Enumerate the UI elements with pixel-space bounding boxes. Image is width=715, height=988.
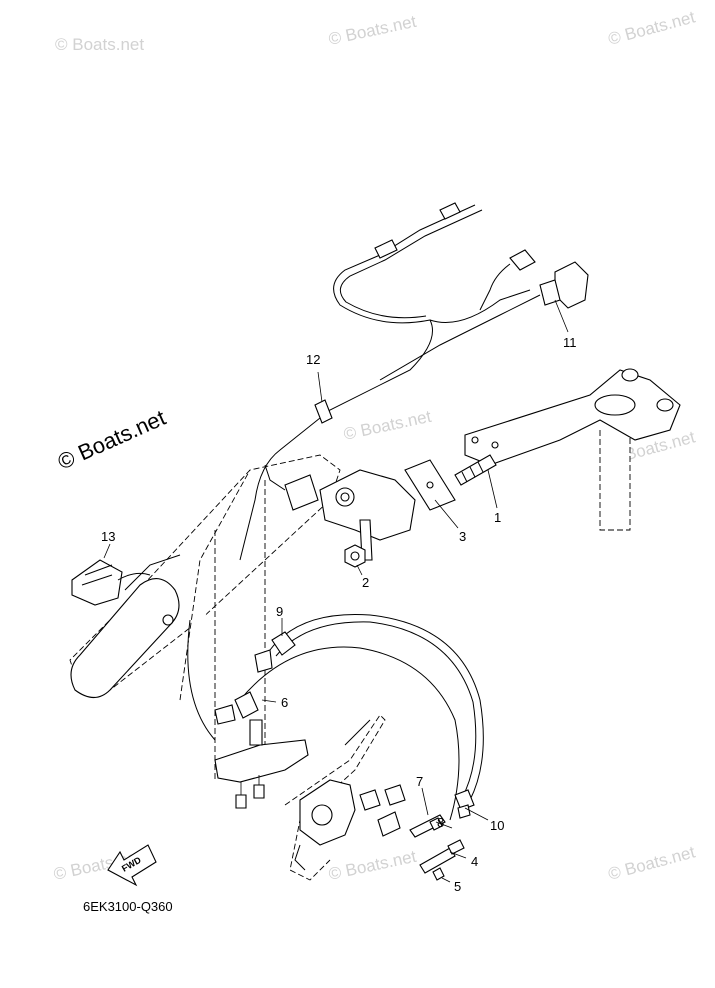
watermark: © Boats.net — [606, 842, 697, 883]
part-7-8-cable-end — [409, 814, 446, 838]
callout-7: 7 — [416, 774, 423, 789]
diagram-code: 6EK3100-Q360 — [83, 899, 173, 914]
lower-bracket — [214, 719, 309, 809]
part-11-connector — [379, 261, 589, 381]
part-6-clip — [214, 691, 259, 725]
tiller-grip — [70, 554, 181, 699]
callout-8: 8 — [437, 815, 444, 830]
callout-4: 4 — [471, 854, 478, 869]
callout-5: 5 — [454, 879, 461, 894]
callout-9: 9 — [276, 604, 283, 619]
watermark-large: © Boats.net — [54, 405, 169, 475]
part-13-switch — [71, 559, 151, 606]
part-4-cable-end — [419, 839, 465, 874]
part-9-clip — [254, 631, 296, 673]
shift-throttle-cables — [187, 613, 484, 821]
callout-6: 6 — [281, 695, 288, 710]
watermark: © Boats.net — [606, 7, 697, 48]
control-cables — [239, 202, 531, 561]
callout-2: 2 — [362, 575, 369, 590]
callout-12: 12 — [306, 352, 320, 367]
callout-labels: 1 2 3 4 5 6 7 8 9 10 11 12 13 — [101, 335, 577, 894]
callout-10: 10 — [490, 818, 504, 833]
harness-coupler — [264, 464, 319, 511]
part-5-pin — [432, 867, 445, 881]
callout-11: 11 — [563, 335, 577, 350]
part-10-joint — [454, 789, 475, 819]
watermark: © Boats.net — [342, 407, 433, 444]
watermark: © Boats.net — [327, 12, 418, 49]
callout-3: 3 — [459, 529, 466, 544]
watermark: © Boats.net — [55, 35, 144, 54]
callout-1: 1 — [494, 510, 501, 525]
part-3-plate — [404, 459, 456, 511]
watermark: © Boats.net — [327, 847, 418, 884]
linkage-assembly — [284, 714, 406, 881]
part-2-nut — [344, 544, 366, 568]
callout-13: 13 — [101, 529, 115, 544]
part-1-bolt — [454, 454, 497, 486]
fwd-arrow: FWD — [107, 844, 157, 887]
leader-lines — [103, 299, 569, 883]
center-bracket — [319, 469, 416, 561]
coupler-top — [479, 249, 536, 311]
